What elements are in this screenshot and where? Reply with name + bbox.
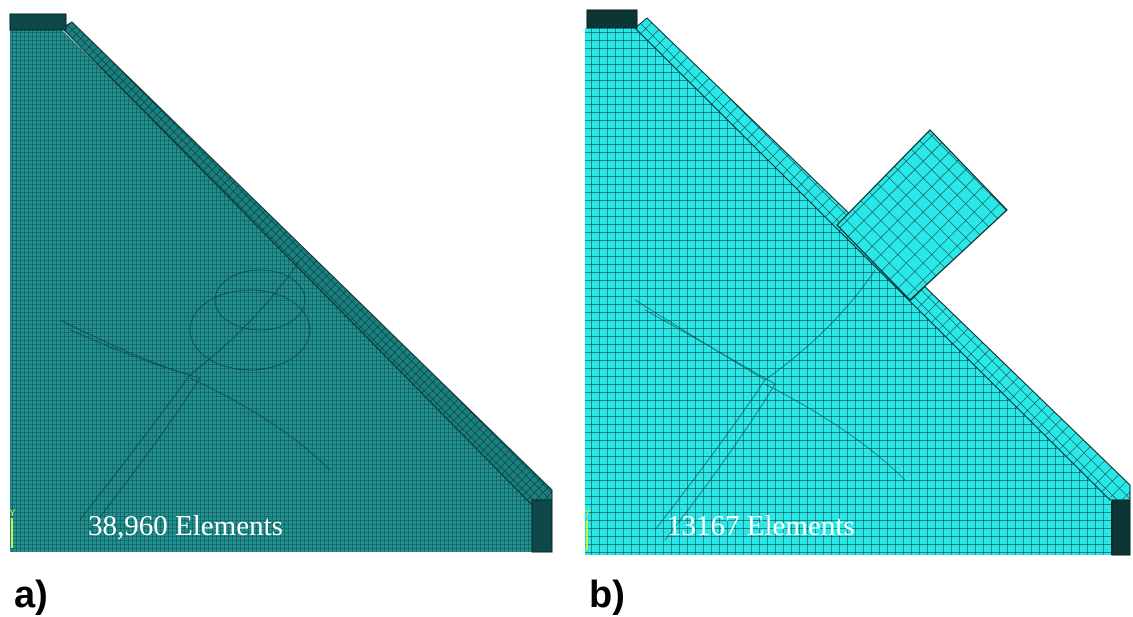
- mesh-b-svg: Y: [584, 9, 1131, 556]
- mesh-a-bottom-cap: [531, 499, 553, 553]
- triad-icon-a: Y: [9, 508, 16, 548]
- svg-text:Y: Y: [584, 508, 591, 519]
- mesh-b-plate: [585, 28, 1130, 555]
- triad-icon-b: Y: [584, 508, 591, 550]
- panel-label-b: b): [589, 574, 625, 616]
- mesh-a-flange: [61, 21, 553, 506]
- mesh-b-stiffener: [836, 129, 1008, 301]
- mesh-a-svg: Y: [9, 13, 553, 553]
- panel-label-a: a): [14, 574, 48, 616]
- element-count-b: 13167 Elements: [667, 510, 855, 542]
- mesh-b-bottom-cap: [1111, 499, 1131, 556]
- mesh-panel-a: Y 38,960 Elements a): [0, 0, 560, 617]
- mesh-panel-b: Y 13167 Elements b): [575, 0, 1133, 617]
- svg-text:Y: Y: [9, 508, 16, 519]
- mesh-b-top-cap: [586, 9, 638, 29]
- mesh-a-plate: [10, 28, 552, 552]
- element-count-a: 38,960 Elements: [88, 510, 283, 542]
- mesh-a-top-cap: [9, 13, 67, 31]
